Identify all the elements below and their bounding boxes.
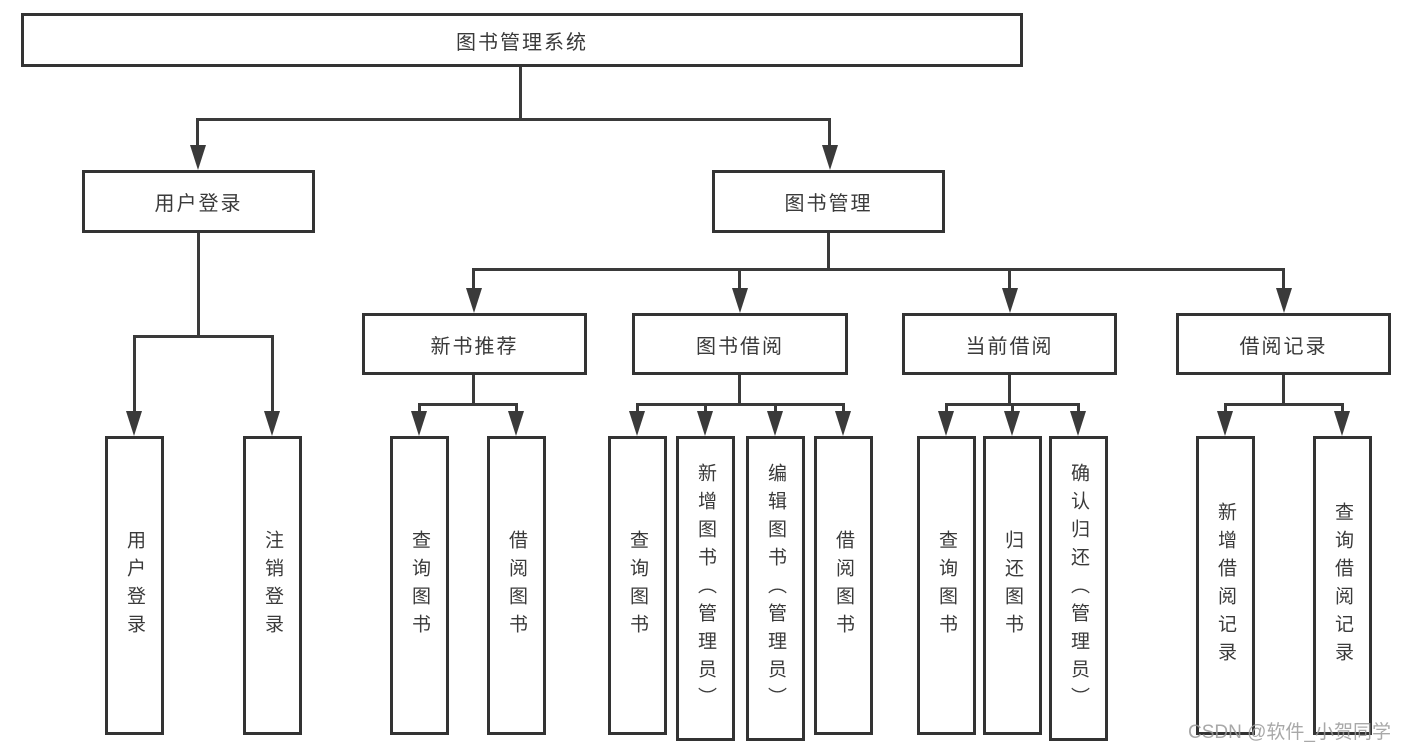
arrowhead-down [822,145,838,170]
arrowhead-down [938,411,954,436]
connector-line [738,375,741,406]
connector-line [842,403,845,413]
arrowhead-down [264,411,280,436]
leaf-borrow-query-book: 查询图书 [608,436,667,735]
connector-line [1008,375,1011,406]
arrowhead-down [1334,411,1350,436]
arrowhead-down [629,411,645,436]
connector-line [515,403,518,413]
connector-line [418,403,421,413]
connector-line [1077,403,1080,413]
leaf-user-login-label: 用户登录 [124,529,145,642]
node-new-book-recommend-label: 新书推荐 [430,335,519,358]
leaf-records-add-record-label: 新增借阅记录 [1215,501,1236,670]
leaf-current-return-book-label: 归还图书 [1002,529,1023,642]
leaf-borrow-borrow-book-label: 借阅图书 [833,529,854,642]
leaf-current-confirm-return-admin: 确认归还（管理员） [1049,436,1108,741]
leaf-records-query-record-label: 查询借阅记录 [1332,501,1353,670]
connector-line [133,335,136,411]
leaf-newbook-query-book: 查询图书 [390,436,449,735]
watermark: CSDN @软件_小贺同学 [1188,722,1391,743]
leaf-current-confirm-return-admin-label: 确认归还（管理员） [1068,462,1089,715]
leaf-records-add-record: 新增借阅记录 [1196,436,1255,735]
connector-line [271,335,274,411]
node-book-management: 图书管理 [712,170,945,233]
node-user-login-label: 用户登录 [154,193,243,215]
arrowhead-down [1004,411,1020,436]
node-borrow-records-label: 借阅记录 [1239,335,1328,358]
arrowhead-down [126,411,142,436]
connector-line [738,268,741,288]
connector-line [472,268,475,288]
connector-line [774,403,777,413]
leaf-records-query-record: 查询借阅记录 [1313,436,1372,735]
node-new-book-recommend: 新书推荐 [362,313,587,375]
node-root-label: 图书管理系统 [456,31,588,54]
node-book-borrow-label: 图书借阅 [696,335,784,358]
connector-line [133,335,274,338]
leaf-borrow-add-book-admin-label: 新增图书（管理员） [695,462,716,715]
leaf-logout-login: 注销登录 [243,436,302,735]
connector-line [1224,403,1227,413]
arrowhead-down [1276,288,1292,313]
leaf-current-query-book: 查询图书 [917,436,976,735]
connector-line [1282,268,1285,288]
leaf-newbook-borrow-book-label: 借阅图书 [506,529,527,642]
connector-line [636,403,639,413]
arrowhead-down [1217,411,1233,436]
leaf-current-return-book: 归还图书 [983,436,1042,735]
node-borrow-records: 借阅记录 [1176,313,1391,375]
leaf-current-query-book-label: 查询图书 [936,529,957,642]
arrowhead-down [697,411,713,436]
connector-line [418,403,518,406]
connector-line [1224,403,1344,406]
node-user-login: 用户登录 [82,170,315,233]
connector-line [1341,403,1344,413]
node-book-management-label: 图书管理 [784,193,873,215]
arrowhead-down [732,288,748,313]
arrowhead-down [1070,411,1086,436]
connector-line [827,233,830,270]
arrowhead-down [466,288,482,313]
leaf-newbook-query-book-label: 查询图书 [409,529,430,642]
connector-line [1282,375,1285,406]
connector-line [636,403,844,406]
connector-line [196,118,199,146]
leaf-borrow-query-book-label: 查询图书 [627,529,648,642]
connector-line [945,403,948,413]
arrowhead-down [835,411,851,436]
leaf-borrow-edit-book-admin-label: 编辑图书（管理员） [765,462,786,715]
connector-line [197,233,200,335]
node-root: 图书管理系统 [21,13,1023,67]
leaf-logout-login-label: 注销登录 [262,529,283,642]
leaf-borrow-edit-book-admin: 编辑图书（管理员） [746,436,805,741]
arrowhead-down [411,411,427,436]
arrowhead-down [1002,288,1018,313]
node-current-borrow: 当前借阅 [902,313,1117,375]
node-book-borrow: 图书借阅 [632,313,848,375]
leaf-newbook-borrow-book: 借阅图书 [487,436,546,735]
connector-line [704,403,707,413]
arrowhead-down [508,411,524,436]
arrowhead-down [767,411,783,436]
leaf-user-login: 用户登录 [105,436,164,735]
connector-line [1008,268,1011,288]
node-current-borrow-label: 当前借阅 [965,335,1054,358]
leaf-borrow-add-book-admin: 新增图书（管理员） [676,436,735,741]
leaf-borrow-borrow-book: 借阅图书 [814,436,873,735]
connector-line [472,375,475,406]
connector-line [472,268,1284,271]
connector-line [519,67,522,118]
connector-line [828,118,831,146]
arrowhead-down [190,145,206,170]
connector-line [196,118,831,121]
connector-line [1011,403,1014,413]
